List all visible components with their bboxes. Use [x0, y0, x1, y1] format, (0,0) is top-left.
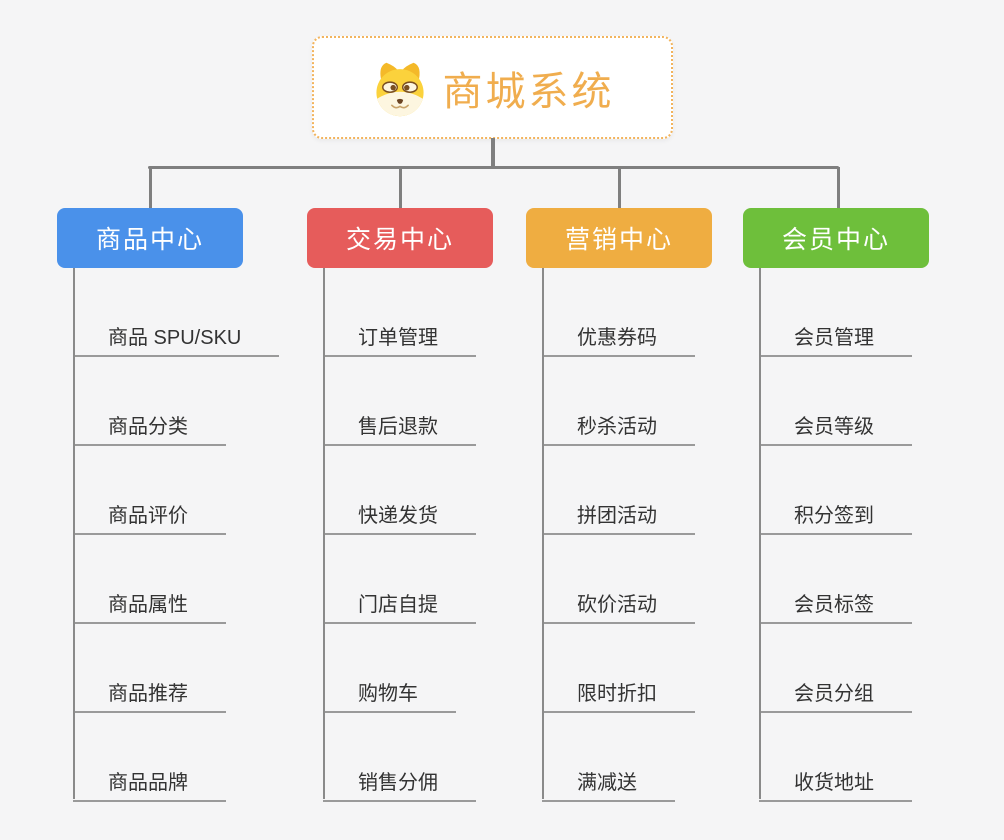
leaf-item: 会员分组 — [743, 624, 993, 713]
leaf-item: 会员等级 — [743, 357, 993, 446]
leaf-topic[interactable]: 商品品牌 — [73, 766, 226, 802]
leaf-item: 订单管理 — [307, 268, 557, 357]
branch-box-4[interactable]: 会员中心 — [743, 208, 929, 268]
leaf-list: 商品 SPU/SKU 商品分类 商品评价 商品属性 商品推荐 商品品牌 — [57, 268, 307, 802]
leaf-topic[interactable]: 砍价活动 — [542, 588, 695, 624]
leaf-item: 收货地址 — [743, 713, 993, 802]
leaf-topic[interactable]: 秒杀活动 — [542, 410, 695, 446]
root-topic[interactable]: 商城系统 — [312, 36, 673, 139]
leaf-item: 快递发货 — [307, 446, 557, 535]
doge-icon — [375, 62, 424, 116]
leaf-item: 售后退款 — [307, 357, 557, 446]
leaf-item: 会员管理 — [743, 268, 993, 357]
leaf-item: 商品评价 — [57, 446, 307, 535]
root-topic-title: 商城系统 — [442, 69, 615, 114]
leaf-item: 商品属性 — [57, 535, 307, 624]
branch-box-3[interactable]: 营销中心 — [526, 208, 712, 268]
leaf-topic[interactable]: 优惠券码 — [542, 321, 695, 357]
leaf-item: 商品推荐 — [57, 624, 307, 713]
leaf-item: 商品品牌 — [57, 713, 307, 802]
leaf-topic[interactable]: 限时折扣 — [542, 677, 695, 713]
leaf-topic[interactable]: 拼团活动 — [542, 499, 695, 535]
branch-box-2[interactable]: 交易中心 — [307, 208, 493, 268]
leaf-item: 拼团活动 — [526, 446, 776, 535]
leaf-topic[interactable]: 商品 SPU/SKU — [73, 321, 280, 357]
leaf-list: 优惠券码 秒杀活动 拼团活动 砍价活动 限时折扣 满减送 — [526, 268, 776, 802]
root-connector-line — [491, 138, 495, 168]
leaf-topic[interactable]: 会员管理 — [759, 321, 912, 357]
branch-column: 商品中心 商品 SPU/SKU 商品分类 商品评价 商品属性 商品推荐 商品品牌 — [57, 208, 307, 802]
leaf-topic[interactable]: 门店自提 — [323, 588, 476, 624]
leaf-trunk-line — [542, 268, 544, 799]
leaf-topic[interactable]: 商品分类 — [73, 410, 226, 446]
branch-column: 会员中心 会员管理 会员等级 积分签到 会员标签 会员分组 收货地址 — [743, 208, 993, 802]
leaf-item: 会员标签 — [743, 535, 993, 624]
leaf-topic[interactable]: 会员标签 — [759, 588, 912, 624]
leaf-topic[interactable]: 商品推荐 — [73, 677, 226, 713]
leaf-topic[interactable]: 会员分组 — [759, 677, 912, 713]
branch-drop-line — [398, 167, 402, 208]
leaf-topic[interactable]: 会员等级 — [759, 410, 912, 446]
branch-drop-line — [148, 167, 152, 208]
leaf-item: 商品分类 — [57, 357, 307, 446]
leaf-item: 购物车 — [307, 624, 557, 713]
leaf-trunk-line — [323, 268, 325, 799]
leaf-topic[interactable]: 购物车 — [323, 677, 456, 713]
branch-drop-line — [617, 167, 621, 208]
leaf-item: 砍价活动 — [526, 535, 776, 624]
leaf-trunk-line — [759, 268, 761, 799]
leaf-topic[interactable]: 销售分佣 — [323, 766, 476, 802]
leaf-list: 会员管理 会员等级 积分签到 会员标签 会员分组 收货地址 — [743, 268, 993, 802]
leaf-item: 限时折扣 — [526, 624, 776, 713]
branch-drop-line — [836, 167, 840, 208]
leaf-item: 商品 SPU/SKU — [57, 268, 307, 357]
branch-bus-line — [148, 166, 839, 169]
leaf-item: 积分签到 — [743, 446, 993, 535]
leaf-topic[interactable]: 订单管理 — [323, 321, 476, 357]
leaf-topic[interactable]: 快递发货 — [323, 499, 476, 535]
leaf-item: 满减送 — [526, 713, 776, 802]
leaf-topic[interactable]: 积分签到 — [759, 499, 912, 535]
leaf-item: 秒杀活动 — [526, 357, 776, 446]
leaf-list: 订单管理 售后退款 快递发货 门店自提 购物车 销售分佣 — [307, 268, 557, 802]
leaf-item: 门店自提 — [307, 535, 557, 624]
leaf-item: 优惠券码 — [526, 268, 776, 357]
leaf-topic[interactable]: 收货地址 — [759, 766, 912, 802]
leaf-topic[interactable]: 商品属性 — [73, 588, 226, 624]
leaf-topic[interactable]: 满减送 — [542, 766, 675, 802]
leaf-trunk-line — [73, 268, 75, 799]
branch-box-1[interactable]: 商品中心 — [57, 208, 243, 268]
branch-column: 交易中心 订单管理 售后退款 快递发货 门店自提 购物车 销售分佣 — [307, 208, 557, 802]
branch-column: 营销中心 优惠券码 秒杀活动 拼团活动 砍价活动 限时折扣 满减送 — [526, 208, 776, 802]
leaf-item: 销售分佣 — [307, 713, 557, 802]
leaf-topic[interactable]: 商品评价 — [73, 499, 226, 535]
leaf-topic[interactable]: 售后退款 — [323, 410, 476, 446]
